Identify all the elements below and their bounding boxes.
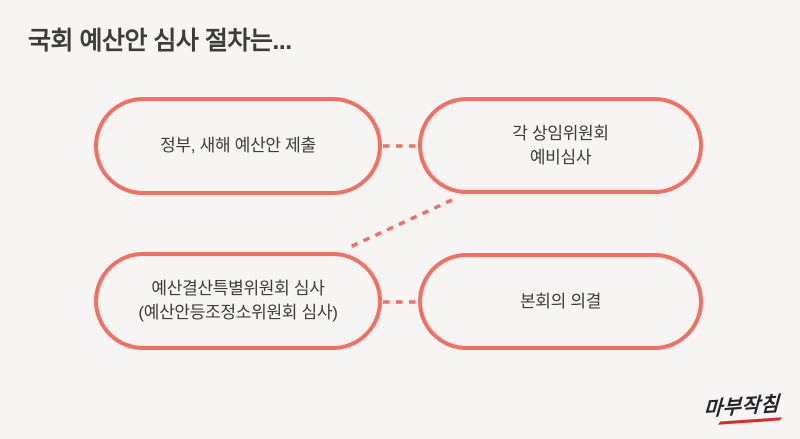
flow-node-special-committee: 예산결산특별위원회 심사 (예산안등조정소위원회 심사): [94, 252, 382, 350]
flow-node-label: 예산결산특별위원회 심사: [151, 279, 325, 298]
connector-node2-node3: [349, 198, 453, 249]
flow-node-label: (예산안등조정소위원회 심사): [138, 303, 338, 322]
logo-mabujakchim: 마부작침: [703, 387, 783, 425]
flow-node-plenary-vote: 본회의 의결: [418, 253, 703, 350]
flow-node-label: 각 상임위원회: [512, 123, 609, 143]
diagram-title: 국회 예산안 심사 절차는...: [28, 27, 292, 55]
flow-node-label: 정부, 새해 예산안 제출: [160, 136, 316, 155]
flow-node-label: 예비심사: [529, 147, 592, 167]
flow-node-standing-committee: 각 상임위원회 예비심사: [418, 97, 703, 194]
flow-node-label: 본회의 의결: [519, 291, 602, 311]
flow-node-government-submit: 정부, 새해 예산안 제출: [94, 97, 382, 195]
logo-text: 마부작침: [703, 393, 780, 421]
